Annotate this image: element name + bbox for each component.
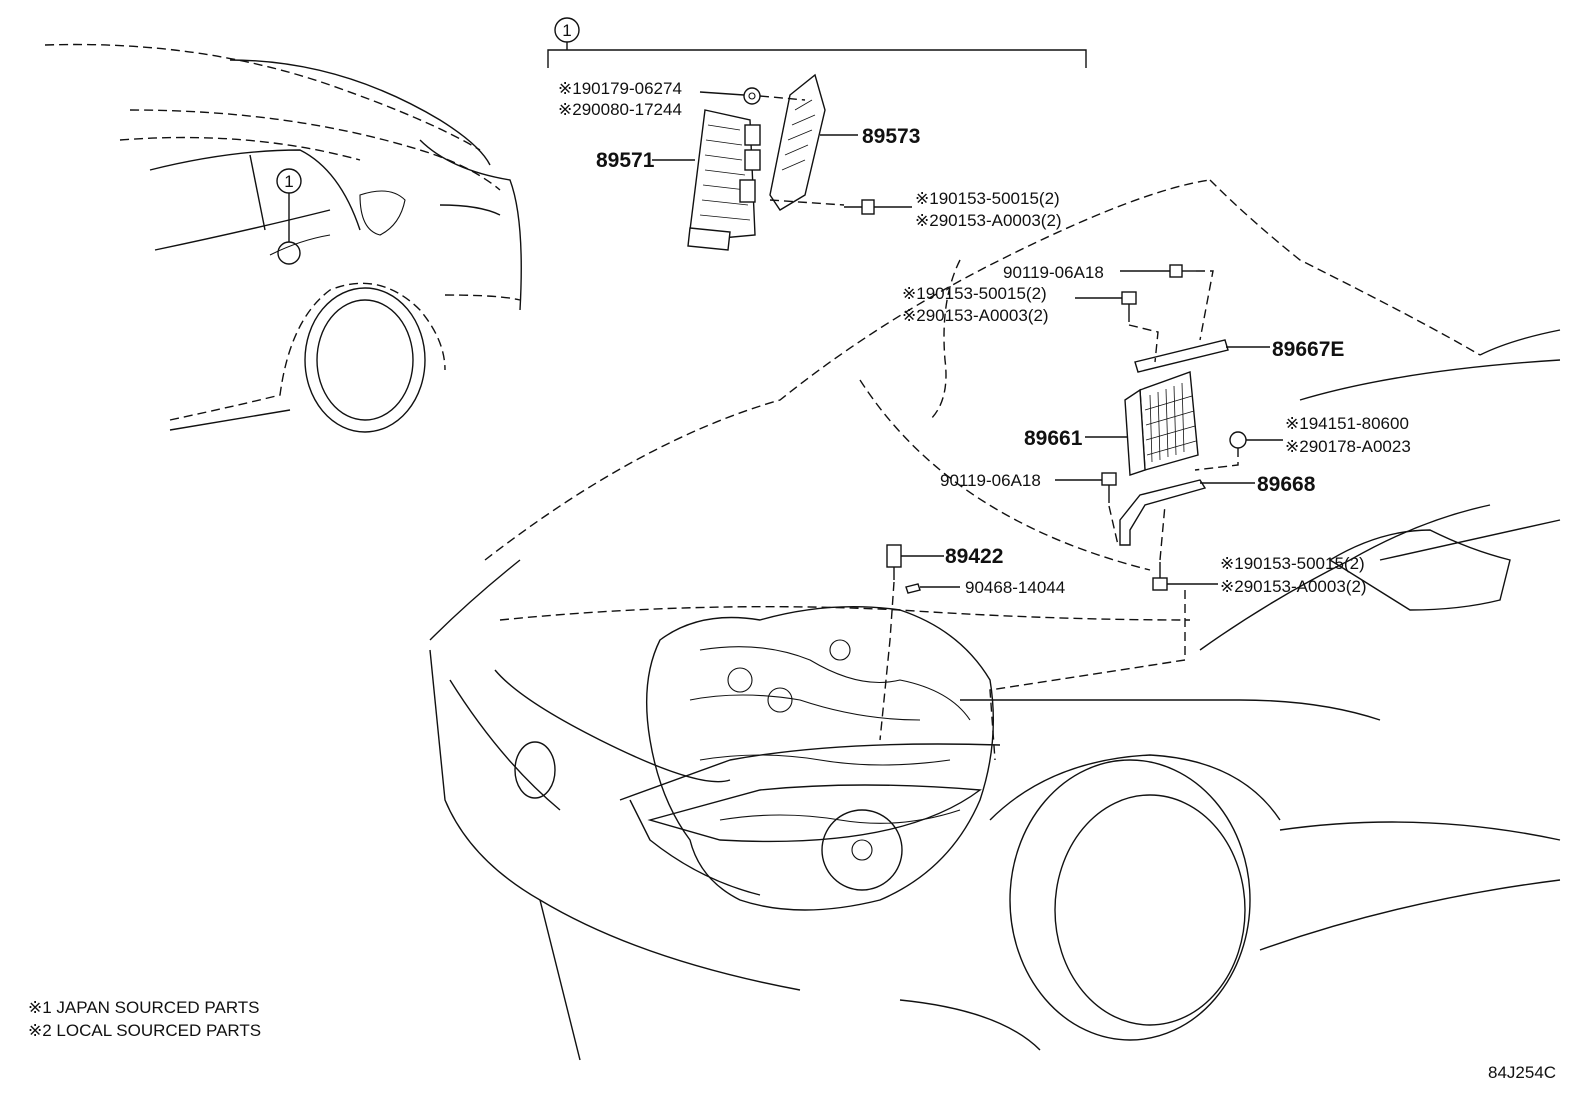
label-upper-nut-japan: ※190179-06274 xyxy=(558,79,682,98)
bracket-upper-drawing xyxy=(769,73,826,211)
label-lower-bolt-local: ※290153-A0003(2) xyxy=(1220,577,1367,596)
engine-illustration xyxy=(645,605,995,911)
legend-local-sourced: ※2 LOCAL SOURCED PARTS xyxy=(28,1021,261,1040)
front-car-illustration xyxy=(429,179,1561,1061)
rear-car-illustration: 1 xyxy=(44,43,522,433)
label-lower-bolt-japan: ※190153-50015(2) xyxy=(1220,554,1365,573)
label-ecu-upper: 89571 xyxy=(596,149,655,172)
ecu-bolts-drawing xyxy=(1055,264,1283,591)
label-bracket-upper: 89573 xyxy=(862,125,920,148)
label-mid-bolt-japan: ※190153-50015(2) xyxy=(902,284,1047,303)
sensor-drawing xyxy=(879,544,960,741)
ecu-engine-drawing xyxy=(1124,371,1199,476)
rear-callout-number: 1 xyxy=(284,172,293,191)
upper-nut-drawing xyxy=(699,87,806,105)
label-sensor: 89422 xyxy=(945,545,1003,568)
label-clip: 90468-14044 xyxy=(965,578,1065,597)
ecu-upper-drawing xyxy=(687,109,761,251)
legend-japan-sourced: ※1 JAPAN SOURCED PARTS xyxy=(28,998,260,1017)
label-upper-bolt-japan: ※190153-50015(2) xyxy=(915,189,1060,208)
label-ecu-engine: 89661 xyxy=(1024,427,1083,450)
bracket-bottom-drawing xyxy=(1119,479,1255,546)
label-bracket-bottom: 89668 xyxy=(1257,473,1316,496)
group-callout-number: 1 xyxy=(562,21,571,40)
label-upper-bolt-local: ※290153-A0003(2) xyxy=(915,211,1062,230)
bracket-top-drawing xyxy=(1134,339,1270,373)
label-nut-right-local: ※290178-A0023 xyxy=(1285,437,1411,456)
label-nut-right-japan: ※194151-80600 xyxy=(1285,414,1409,433)
diagram-code: 84J254C xyxy=(1488,1063,1556,1082)
label-bolt-left: 90119-06A18 xyxy=(940,471,1041,490)
label-bracket-top: 89667E xyxy=(1272,338,1344,361)
upper-bolt-drawing xyxy=(769,199,912,215)
callout-group-bracket: 1 xyxy=(547,17,1087,68)
label-mid-bolt-local: ※290153-A0003(2) xyxy=(902,306,1049,325)
label-bolt-top: 90119-06A18 xyxy=(1003,263,1104,282)
label-upper-nut-local: ※290080-17244 xyxy=(558,100,682,119)
